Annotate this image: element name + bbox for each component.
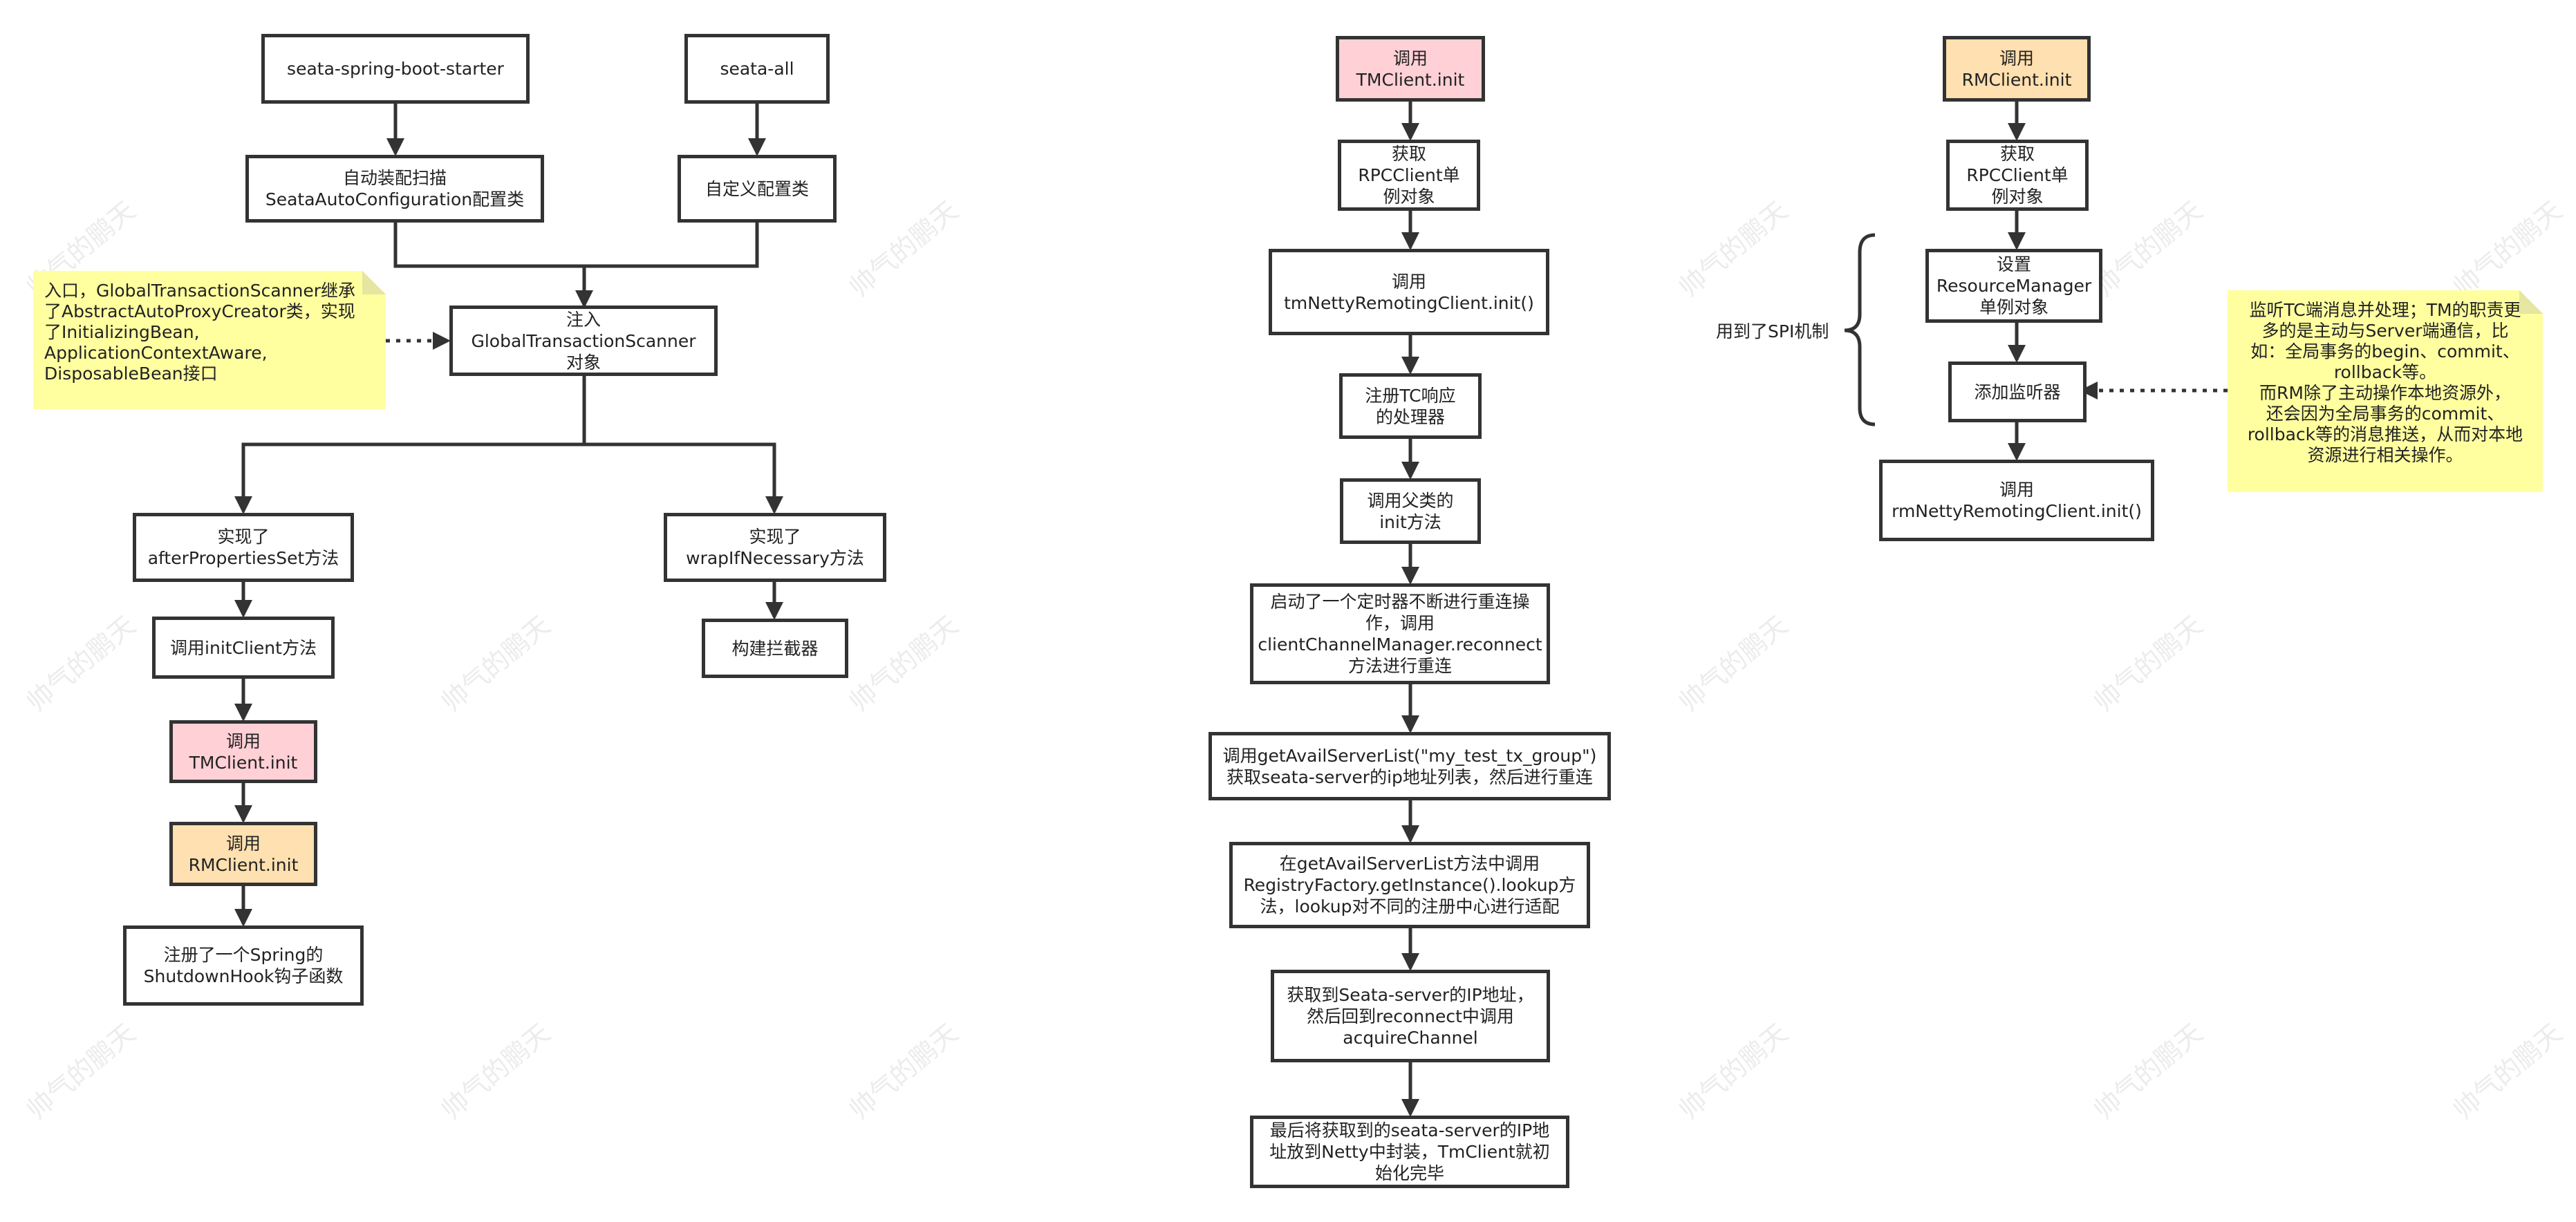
node-tm-netty-remoting-init: 调用 tmNettyRemotingClient.init() <box>1269 249 1549 335</box>
node-tmclient-init-top: 调用 TMClient.init <box>1336 36 1485 102</box>
node-add-listener: 添加监听器 <box>1948 361 2087 422</box>
node-auto-configuration: 自动装配扫描 SeataAutoConfiguration配置类 <box>245 155 544 223</box>
node-rmclient-init-left: 调用 RMClient.init <box>169 822 317 886</box>
node-seata-all: seata-all <box>684 34 830 104</box>
node-registry-lookup: 在getAvailServerList方法中调用 RegistryFactory… <box>1229 842 1590 928</box>
note-listener: 监听TC端消息并处理；TM的职责更 多的是主动与Server端通信，比 如：全局… <box>2228 290 2543 492</box>
node-rm-netty-remoting-init: 调用 rmNettyRemotingClient.init() <box>1879 460 2154 541</box>
node-rm-get-rpcclient: 获取 RPCClient单 例对象 <box>1946 140 2089 211</box>
node-timer-reconnect: 启动了一个定时器不断进行重连操 作，调用 clientChannelManage… <box>1250 583 1550 684</box>
edge-autoconfig-merge <box>393 223 759 268</box>
spi-brace <box>1844 233 1876 426</box>
edge-inject-split <box>241 376 586 511</box>
note-entry: 入口，GlobalTransactionScanner继承 了AbstractA… <box>33 271 386 409</box>
node-init-client: 调用initClient方法 <box>152 617 335 679</box>
node-get-avail-server-list: 调用getAvailServerList("my_test_tx_group")… <box>1208 732 1611 800</box>
node-custom-config: 自定义配置类 <box>678 155 837 223</box>
node-wrap-if-necessary: 实现了 wrapIfNecessary方法 <box>664 513 886 582</box>
node-set-resource-manager: 设置 ResourceManager 单例对象 <box>1925 249 2102 323</box>
label-spi: 用到了SPI机制 <box>1716 321 1829 341</box>
node-rmclient-init-top: 调用 RMClient.init <box>1943 36 2091 102</box>
node-acquire-channel: 获取到Seata-server的IP地址， 然后回到reconnect中调用 a… <box>1271 970 1550 1062</box>
node-tmclient-init-left: 调用 TMClient.init <box>169 720 317 783</box>
node-call-parent-init: 调用父类的 init方法 <box>1340 478 1481 544</box>
node-build-interceptor: 构建拦截器 <box>702 619 848 678</box>
node-inject-global-transaction-scanner: 注入 GlobalTransactionScanner 对象 <box>449 306 718 376</box>
node-tm-get-rpcclient: 获取 RPCClient单 例对象 <box>1338 140 1480 211</box>
node-after-properties-set: 实现了 afterPropertiesSet方法 <box>133 513 354 582</box>
node-shutdown-hook: 注册了一个Spring的 ShutdownHook钩子函数 <box>123 925 364 1006</box>
edge-split-right <box>584 442 783 514</box>
node-netty-wrap-complete: 最后将获取到的seata-server的IP地 址放到Netty中封装，TmCl… <box>1250 1116 1569 1188</box>
node-seata-spring-boot-starter: seata-spring-boot-starter <box>261 34 530 104</box>
node-register-tc-processor: 注册TC响应 的处理器 <box>1339 373 1482 439</box>
